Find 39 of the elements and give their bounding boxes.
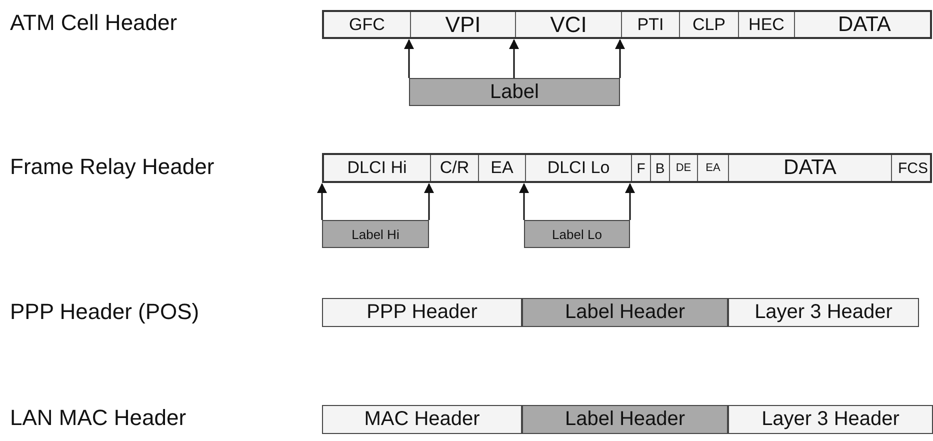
header-field: MAC Header xyxy=(322,405,522,434)
header-field: VCI xyxy=(516,12,622,37)
label-field: Label Lo xyxy=(524,220,630,248)
header-field: PPP Header xyxy=(322,298,522,327)
header-bar xyxy=(322,10,932,39)
header-field: Layer 3 Header xyxy=(728,405,933,434)
header-field: CLP xyxy=(680,12,739,37)
header-field: VPI xyxy=(411,12,516,37)
row-title: Frame Relay Header xyxy=(10,154,214,180)
arrow xyxy=(615,39,625,78)
header-field: HEC xyxy=(739,12,795,37)
header-field: PTI xyxy=(622,12,680,37)
header-field: Layer 3 Header xyxy=(728,298,919,327)
header-field: EA xyxy=(698,155,729,181)
header-field: EA xyxy=(479,155,526,181)
arrow xyxy=(519,183,529,220)
header-field: FCS xyxy=(892,155,930,181)
arrow xyxy=(509,39,519,78)
header-field: DE xyxy=(670,155,698,181)
label-field: Label xyxy=(409,78,620,106)
header-field: B xyxy=(651,155,670,181)
row-title: PPP Header (POS) xyxy=(10,299,200,325)
header-field: DATA xyxy=(795,12,930,37)
header-field: DATA xyxy=(729,155,892,181)
row-title: LAN MAC Header xyxy=(10,405,186,431)
header-field: C/R xyxy=(431,155,479,181)
arrow xyxy=(317,183,327,220)
header-field: DLCI Hi xyxy=(324,155,431,181)
label-field: Label Hi xyxy=(322,220,429,248)
header-field: F xyxy=(632,155,651,181)
header-field: GFC xyxy=(324,12,411,37)
row-title: ATM Cell Header xyxy=(10,10,178,36)
header-field: DLCI Lo xyxy=(526,155,632,181)
arrow xyxy=(625,183,635,220)
arrow xyxy=(404,39,414,78)
label-field: Label Header xyxy=(522,298,728,327)
header-bar xyxy=(322,153,932,183)
arrow xyxy=(424,183,434,220)
label-field: Label Header xyxy=(522,405,728,434)
